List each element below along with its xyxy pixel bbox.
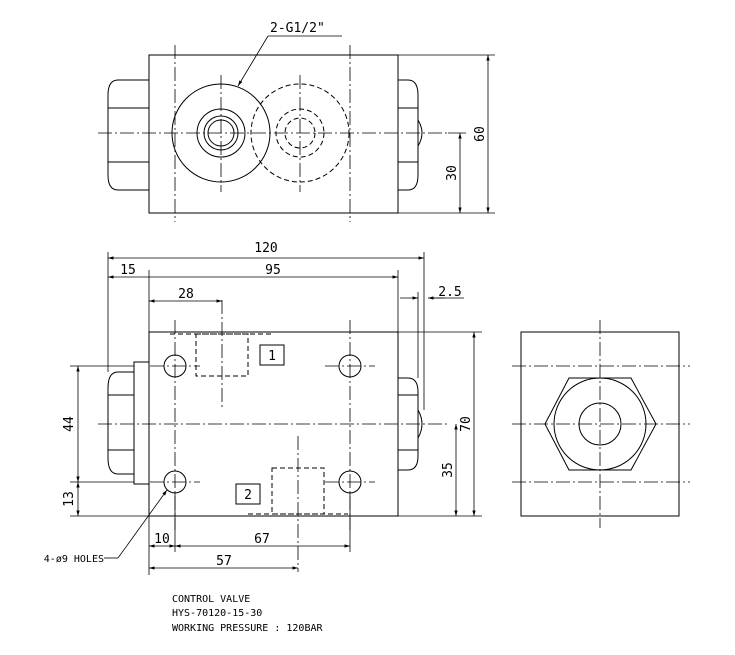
front-view [70, 252, 482, 575]
top-view-body [148, 54, 399, 214]
port2-label-box [235, 483, 261, 505]
top-callout-label: 2-G1/2" [270, 21, 325, 36]
holes-note: 4-ø9 HOLES [44, 554, 104, 565]
title-line3: WORKING PRESSURE : 120BAR [172, 623, 323, 634]
dim-body-label: 95 [265, 263, 281, 278]
port2-label: 2 [244, 488, 252, 503]
top-dim-half-label: 30 [445, 165, 460, 181]
top-dim-height-label: 60 [473, 126, 488, 142]
dim-hole-span-label: 67 [254, 532, 270, 547]
dim-half-label: 35 [441, 462, 456, 478]
title-line2: HYS-70120-15-30 [172, 608, 262, 619]
dim-hole-spacing-label: 44 [62, 416, 77, 432]
side-view [512, 320, 690, 528]
dim-left-label: 15 [120, 263, 136, 278]
port1-label-box [259, 344, 285, 366]
title-line1: CONTROL VALVE [172, 594, 250, 605]
top-right-nut [398, 79, 419, 191]
dim-hole-bottom-label: 13 [62, 491, 77, 507]
port1-label: 1 [268, 349, 276, 364]
dim-height-label: 70 [459, 416, 474, 432]
top-view [98, 35, 495, 222]
dim-hole-left-label: 10 [154, 532, 170, 547]
dim-right-gap-label: 2.5 [438, 285, 461, 300]
dim-port1-x-label: 28 [178, 287, 194, 302]
dim-total-label: 120 [254, 241, 277, 256]
dim-port2-x-label: 57 [216, 554, 232, 569]
front-left-nut [107, 361, 149, 485]
top-left-nut [107, 79, 149, 191]
